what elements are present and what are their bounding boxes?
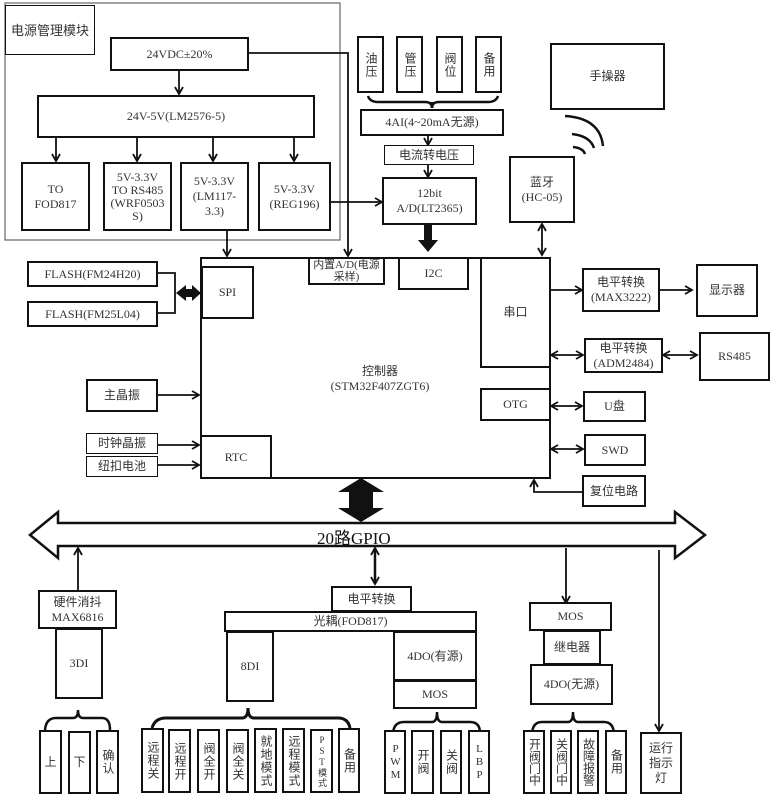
power-output-line: 5V-3.3V <box>273 181 316 196</box>
bluetooth-box: 蓝牙 (HC-05) <box>509 156 575 223</box>
power-output-line: S) <box>132 208 143 223</box>
do-close-valve: 关阀 <box>440 730 462 794</box>
level-shift-line: (ADM2484) <box>593 355 654 370</box>
handheld-box: 手操器 <box>550 43 665 110</box>
power-output-line: (REG196) <box>269 196 320 211</box>
swd-box: SWD <box>584 434 646 466</box>
rtc-box: RTC <box>200 435 272 479</box>
adc-line: A/D(LT2365) <box>396 201 463 215</box>
flash-fm25l04: FLASH(FM25L04) <box>27 301 158 327</box>
usb-disk-box: U盘 <box>583 391 646 422</box>
di-pst-mode: PST模式 <box>310 729 333 793</box>
run-indicator-box: 运行指示灯 <box>640 732 682 794</box>
power-module-title: 电源管理模块 <box>5 5 95 55</box>
di8-box: 8DI <box>226 631 274 702</box>
power-output-line: 3.3) <box>205 204 224 218</box>
do4-active-box: 4DO(有源) <box>393 631 477 681</box>
controller-label: 控制器 (STM32F407ZGT6) <box>300 364 460 394</box>
do-fault-alarm: 故障报警 <box>577 730 599 794</box>
uart-box: 串口 <box>480 257 551 368</box>
do4-passive-box: 4DO(无源) <box>530 664 613 705</box>
main-oscillator-box: 主晶振 <box>86 379 158 412</box>
bluetooth-line: 蓝牙 <box>529 174 554 189</box>
do-valve-closing: 关阀门中 <box>550 730 572 794</box>
do-valve-opening: 开阀门中 <box>523 730 545 794</box>
do-spare: 备用 <box>605 730 627 794</box>
debounce-line: 硬件消抖 <box>53 594 102 609</box>
controller-gpio-arrow <box>338 478 384 522</box>
power-output-rs485: 5V-3.3V TO RS485 (WRF0503 S) <box>103 162 172 231</box>
key-up: 上 <box>39 730 62 794</box>
power-input-box: 24VDC±20% <box>110 37 249 71</box>
power-output-lm117: 5V-3.3V (LM117- 3.3) <box>180 162 249 231</box>
bluetooth-line: (HC-05) <box>521 189 563 204</box>
sensor-valve-position: 阀位 <box>436 36 463 93</box>
clock-crystal-box: 时钟晶振 <box>86 433 158 454</box>
power-output-line: 5V-3.3V <box>116 169 159 184</box>
debounce-box: 硬件消抖 MAX6816 <box>38 590 117 629</box>
do4-passive-mos-box: MOS <box>529 602 612 631</box>
power-output-reg196: 5V-3.3V (REG196) <box>258 162 331 231</box>
level-shift-line: 电平转换 <box>596 275 645 289</box>
di3-box: 3DI <box>55 628 103 699</box>
di-remote-mode: 远程模式 <box>282 728 305 793</box>
level-shift-adm2484: 电平转换 (ADM2484) <box>584 338 663 373</box>
di-remote-open: 远程开 <box>168 729 191 793</box>
internal-adc-box: 内置A/D(电源采样) <box>308 257 385 285</box>
power-output-line: FOD817 <box>34 196 77 211</box>
di-spare: 备用 <box>338 728 360 793</box>
key-confirm: 确认 <box>96 730 119 794</box>
power-output-fod817: TO FOD817 <box>21 162 90 231</box>
relay-box: 继电器 <box>543 630 601 665</box>
debounce-line: MAX6816 <box>51 609 104 624</box>
do-pwm: PWM <box>384 730 406 794</box>
gpio-bus-arrow <box>28 509 708 561</box>
sensor-spare: 备用 <box>475 36 502 93</box>
power-output-line: (WRF0503 <box>110 195 165 210</box>
di-local-mode: 就地模式 <box>254 728 277 793</box>
display-box: 显示器 <box>696 264 758 317</box>
sensor-pipe-pressure: 管压 <box>396 36 423 93</box>
ai-block: 4AI(4~20mA无源) <box>360 109 504 136</box>
level-shift-max3222: 电平转换 (MAX3222) <box>582 268 660 312</box>
power-output-line: (LM117- <box>192 189 237 203</box>
i2c-box: I2C <box>398 257 469 290</box>
power-module-frame <box>4 2 341 241</box>
otg-box: OTG <box>480 388 551 421</box>
controller-name: 控制器 <box>361 364 398 378</box>
rs485-box: RS485 <box>699 332 770 381</box>
di-remote-close: 远程关 <box>141 728 164 793</box>
level-shift-line: (MAX3222) <box>591 290 651 304</box>
power-output-line: TO <box>47 181 64 196</box>
do-lbp: LBP <box>468 730 490 794</box>
sensor-oil-pressure: 油压 <box>357 36 384 93</box>
controller-model: (STM32F407ZGT6) <box>330 379 430 393</box>
coin-battery-box: 纽扣电池 <box>86 456 158 477</box>
di-valve-full-open: 阀全开 <box>197 729 220 793</box>
spi-box: SPI <box>201 266 254 319</box>
di-valve-full-close: 阀全关 <box>226 729 249 793</box>
do4-active-mos-box: MOS <box>393 680 477 709</box>
adc-line: 12bit <box>417 186 442 200</box>
key-down: 下 <box>68 731 91 794</box>
adc-box: 12bit A/D(LT2365) <box>382 177 477 225</box>
do-open-valve: 开阀 <box>411 730 434 794</box>
current-to-voltage-box: 电流转电压 <box>384 145 474 165</box>
optocoupler-box: 光耦(FOD817) <box>224 611 477 632</box>
regulator-box: 24V-5V(LM2576-5) <box>37 95 315 138</box>
reset-circuit-box: 复位电路 <box>582 475 646 507</box>
power-output-line: 5V-3.3V <box>193 174 236 188</box>
gpio-bus-label: 20路GPIO <box>317 529 391 548</box>
power-output-line: TO RS485 <box>111 182 164 197</box>
opto-level-shift-box: 电平转换 <box>331 586 412 612</box>
flash-fm24h20: FLASH(FM24H20) <box>27 261 158 287</box>
level-shift-line: 电平转换 <box>599 340 648 355</box>
